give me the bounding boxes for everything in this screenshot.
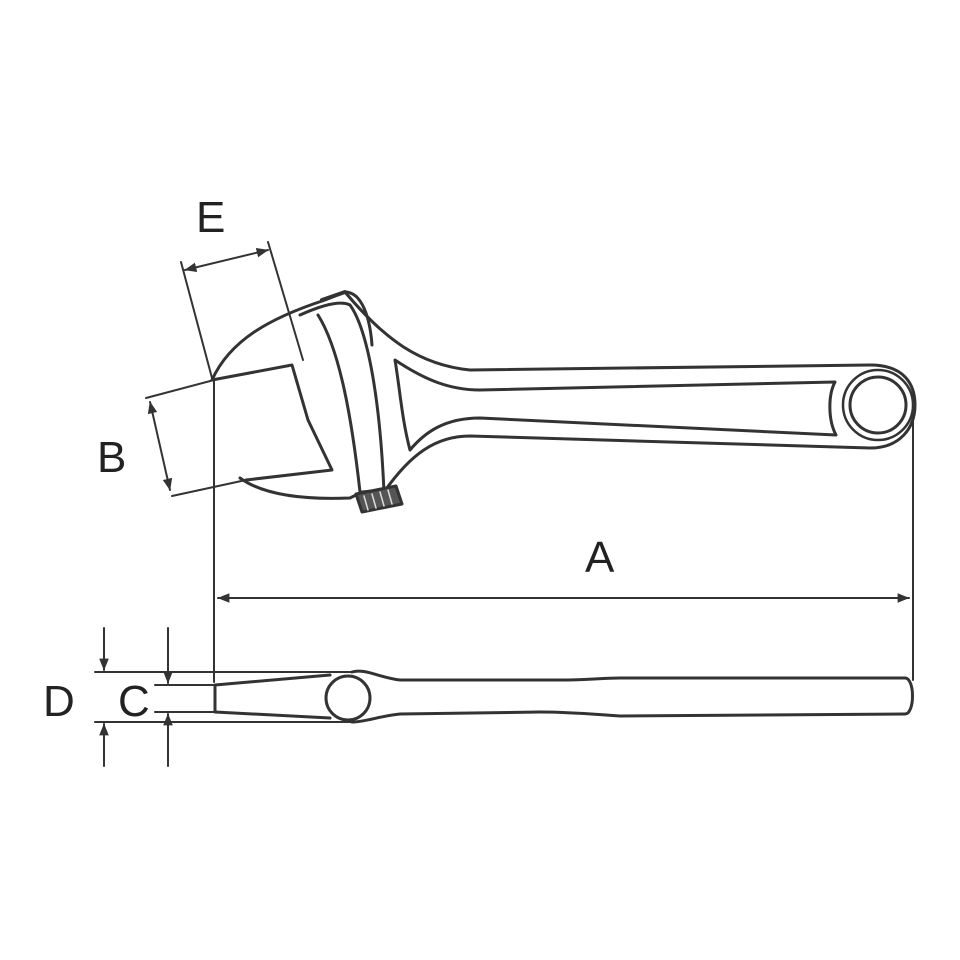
- dimension-c: [154, 627, 216, 767]
- side-jaw: [213, 673, 332, 720]
- side-screw: [324, 674, 372, 722]
- label-a: A: [585, 533, 615, 582]
- label-b: B: [97, 433, 126, 482]
- label-e: E: [196, 193, 225, 242]
- hang-hole: [848, 375, 908, 435]
- adjusting-knurl: [354, 484, 404, 514]
- wrench-side-view: [213, 669, 914, 724]
- handle-groove: [393, 358, 838, 452]
- wrench-head: [298, 301, 386, 494]
- wrench-neck: [343, 290, 917, 494]
- dimension-d: [94, 627, 353, 767]
- side-handle: [350, 669, 914, 724]
- wrench-top-view: [210, 290, 917, 514]
- dimension-b: [145, 379, 247, 497]
- jaw-face: [210, 363, 334, 482]
- dimension-a: [213, 379, 914, 683]
- label-d: D: [43, 677, 75, 726]
- dimension-e: [180, 241, 304, 379]
- label-c: C: [118, 677, 150, 726]
- movable-jaw: [238, 476, 384, 500]
